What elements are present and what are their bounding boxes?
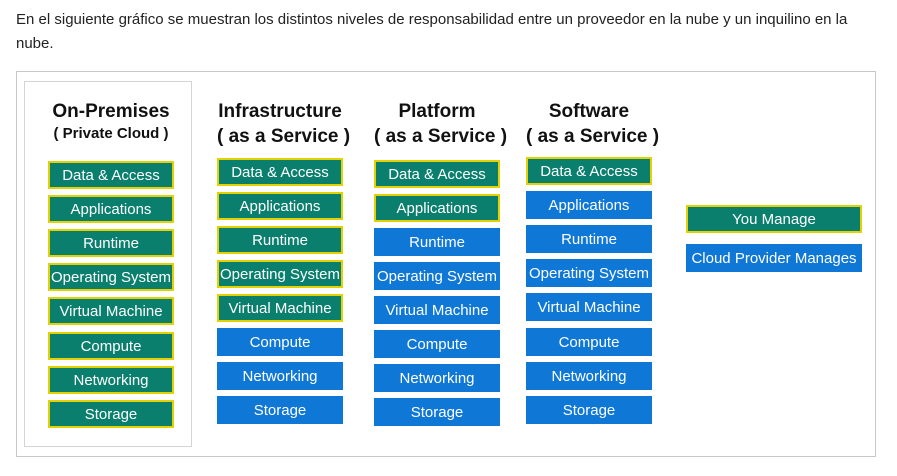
layer-compute: Compute [48,332,174,360]
layer-operating-system: Operating System [217,260,343,288]
intro-text: En el siguiente gráfico se muestran los … [16,11,848,52]
column-subtitle: ( as a Service ) [526,126,660,147]
layer-applications: Applications [48,195,174,223]
layer-storage: Storage [526,396,652,424]
legend-you-manage: You Manage [686,205,862,233]
layer-virtual-machine: Virtual Machine [48,297,174,325]
layer-operating-system: Operating System [48,263,174,291]
layer-compute: Compute [374,330,500,358]
responsibility-diagram: On-Premises ( Private Cloud ) Data & Acc… [16,71,876,457]
layer-storage: Storage [217,396,343,424]
layer-applications: Applications [526,191,652,219]
layer-data-access: Data & Access [526,157,652,185]
layer-virtual-machine: Virtual Machine [217,294,343,322]
column-subtitle: ( as a Service ) [374,126,508,147]
column-title: Software [548,101,630,122]
layer-networking: Networking [374,364,500,392]
layer-applications: Applications [374,194,500,222]
layer-virtual-machine: Virtual Machine [526,293,652,321]
column-subtitle: ( Private Cloud ) [53,125,169,142]
on-premises-frame [24,81,192,447]
legend-cloud-provider-manages: Cloud Provider Manages [686,244,862,272]
layer-virtual-machine: Virtual Machine [374,296,500,324]
layer-networking: Networking [217,362,343,390]
layer-operating-system: Operating System [526,259,652,287]
column-title: On-Premises [52,101,170,122]
column-subtitle: ( as a Service ) [217,126,351,147]
layer-storage: Storage [48,400,174,428]
layer-operating-system: Operating System [374,262,500,290]
layer-runtime: Runtime [217,226,343,254]
layer-compute: Compute [217,328,343,356]
layer-data-access: Data & Access [374,160,500,188]
layer-data-access: Data & Access [48,161,174,189]
layer-compute: Compute [526,328,652,356]
layer-storage: Storage [374,398,500,426]
column-title: Infrastructure [218,101,342,122]
layer-data-access: Data & Access [217,158,343,186]
layer-networking: Networking [48,366,174,394]
column-title: Platform [398,101,476,122]
layer-runtime: Runtime [374,228,500,256]
layer-runtime: Runtime [48,229,174,257]
layer-networking: Networking [526,362,652,390]
layer-runtime: Runtime [526,225,652,253]
layer-applications: Applications [217,192,343,220]
